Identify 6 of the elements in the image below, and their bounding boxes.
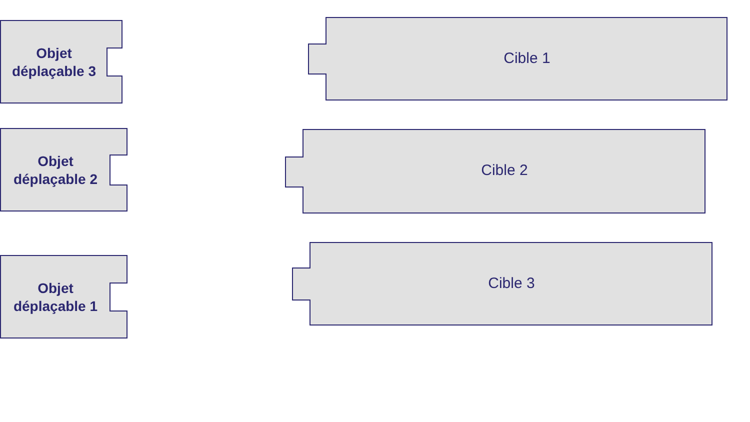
node-label: Objet déplaçable 3 (10, 44, 98, 80)
node-label: Objet déplaçable 2 (12, 152, 99, 188)
node-label: Cible 3 (488, 274, 535, 294)
node-label: Objet déplaçable 1 (12, 279, 99, 315)
node-label: Cible 2 (481, 161, 528, 182)
node-label: Cible 1 (504, 48, 550, 69)
